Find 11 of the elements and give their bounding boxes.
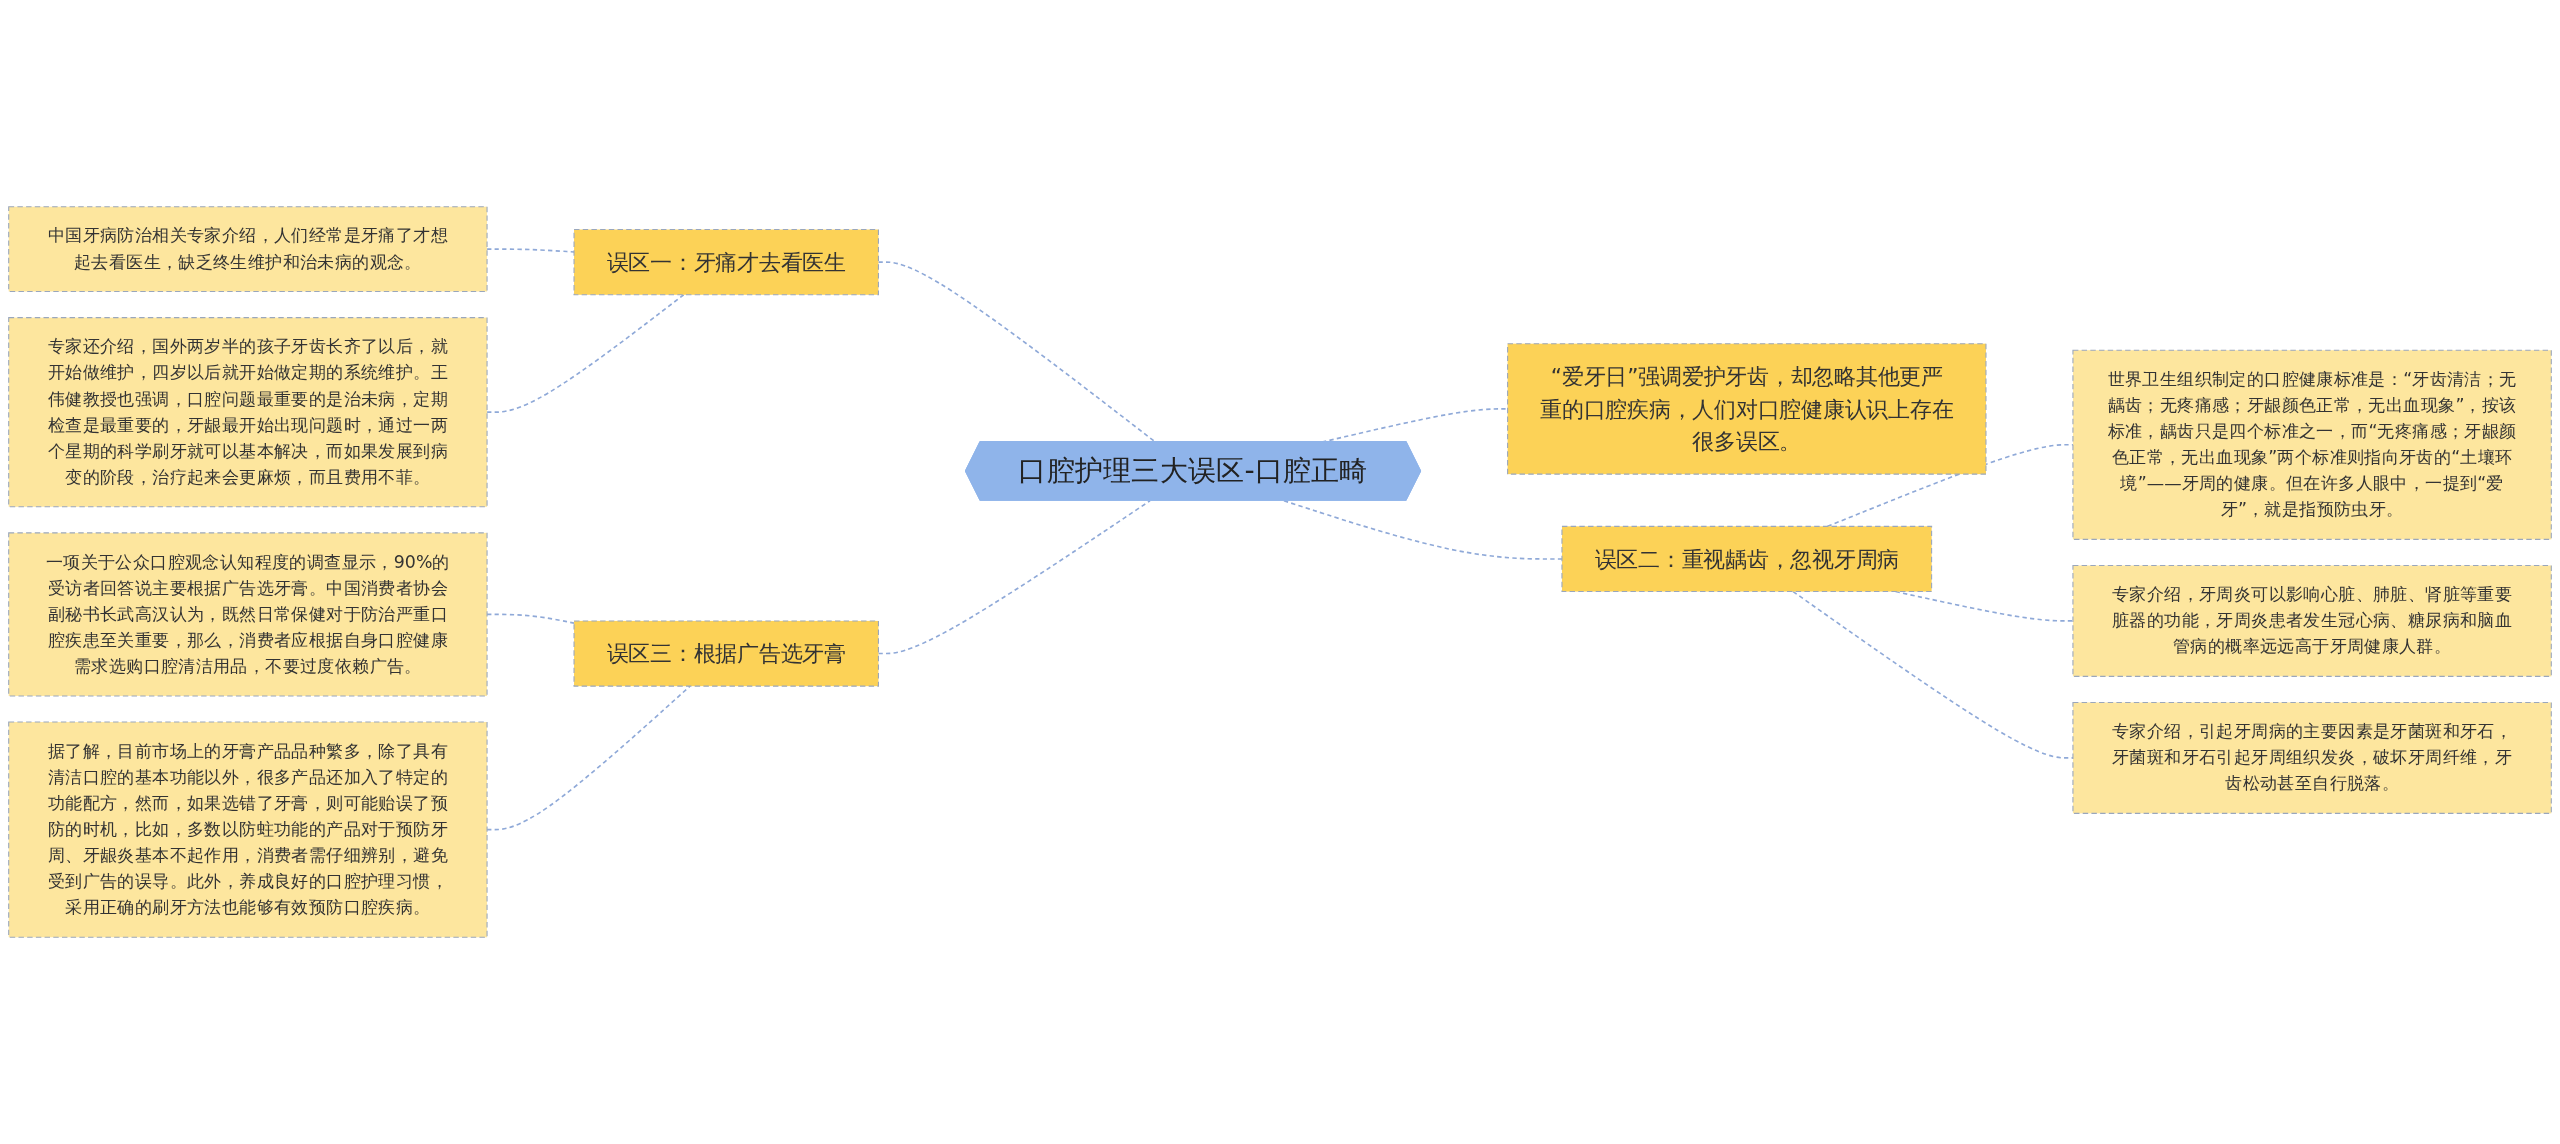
- node-box: 一项关于公众口腔观念认知程度的调查显示，90%的受访者回答说主要根据广告选牙膏。中国消费者协会副秘书长武高汉认为，既然日常保健对于防治严重口腔疾患至关重要，那么，消费者应根据自身口腔健康需求选购口腔清洁用品，不要过度依赖广告。: [8, 532, 488, 697]
- node-box: 据了解，目前市场上的牙膏产品品种繁多，除了具有清洁口腔的基本功能以外，很多产品还加入了特定的功能配方，然而，如果选错了牙膏，则可能贻误了预防的时机，比如，多数以防蛀功能的产品对于预防牙周、牙龈炎基本不起作用，消费者需仔细辨别，避免受到广告的误导。此外，养成良好的口腔护理习惯，采用正确的刷牙方法也能够有效预防口腔疾病。: [8, 721, 488, 938]
- node-box: 专家介绍，牙周炎可以影响心脏、肺脏、肾脏等重要脏器的功能，牙周炎患者发生冠心病、糖尿病和脑血管病的概率远远高于牙周健康人群。: [2072, 564, 2552, 677]
- node-box: 专家还介绍，国外两岁半的孩子牙齿长齐了以后，就开始做维护，四岁以后就开始做定期的系统维护。王伟健教授也强调，口腔问题最重要的是治未病，定期检查是最重要的，牙龈最开始出现问题时，通过一两个星期的科学刷牙就可以基本解决，而如果发展到病变的阶段，治疗起来会更麻烦，而且费用不菲。: [8, 317, 488, 508]
- node-box: 专家介绍，引起牙周病的主要因素是牙菌斑和牙石，牙菌斑和牙石引起牙周组织发炎，破坏牙周纤维，牙齿松动甚至自行脱落。: [2072, 701, 2552, 814]
- node-box: 中国牙病防治相关专家介绍，人们经常是牙痛了才想起去看医生，缺乏终生维护和治未病的观念。: [8, 206, 488, 293]
- node-box: 世界卫生组织制定的口腔健康标准是：“牙齿清洁；无龋齿；无疼痛感；牙龈颜色正常，无出血现象”，按该标准，龋齿只是四个标准之一，而“无疼痛感；牙龈颜色正常，无出血现象”两个标准则指向牙齿的“土壤环境”——牙周的健康。但在许多人眼中，一提到“爱牙”，就是指预防虫牙。: [2072, 349, 2552, 540]
- node-box: “爱牙日”强调爱护牙齿，却忽略其他更严重的口腔疾病，人们对口腔健康认识上存在很多误区。: [1507, 343, 1987, 475]
- node-box: 误区二：重视龋齿，忽视牙周病: [1561, 525, 1933, 593]
- node-box: 误区一：牙痛才去看医生: [573, 229, 879, 296]
- node-box: 误区三：根据广告选牙膏: [573, 620, 879, 687]
